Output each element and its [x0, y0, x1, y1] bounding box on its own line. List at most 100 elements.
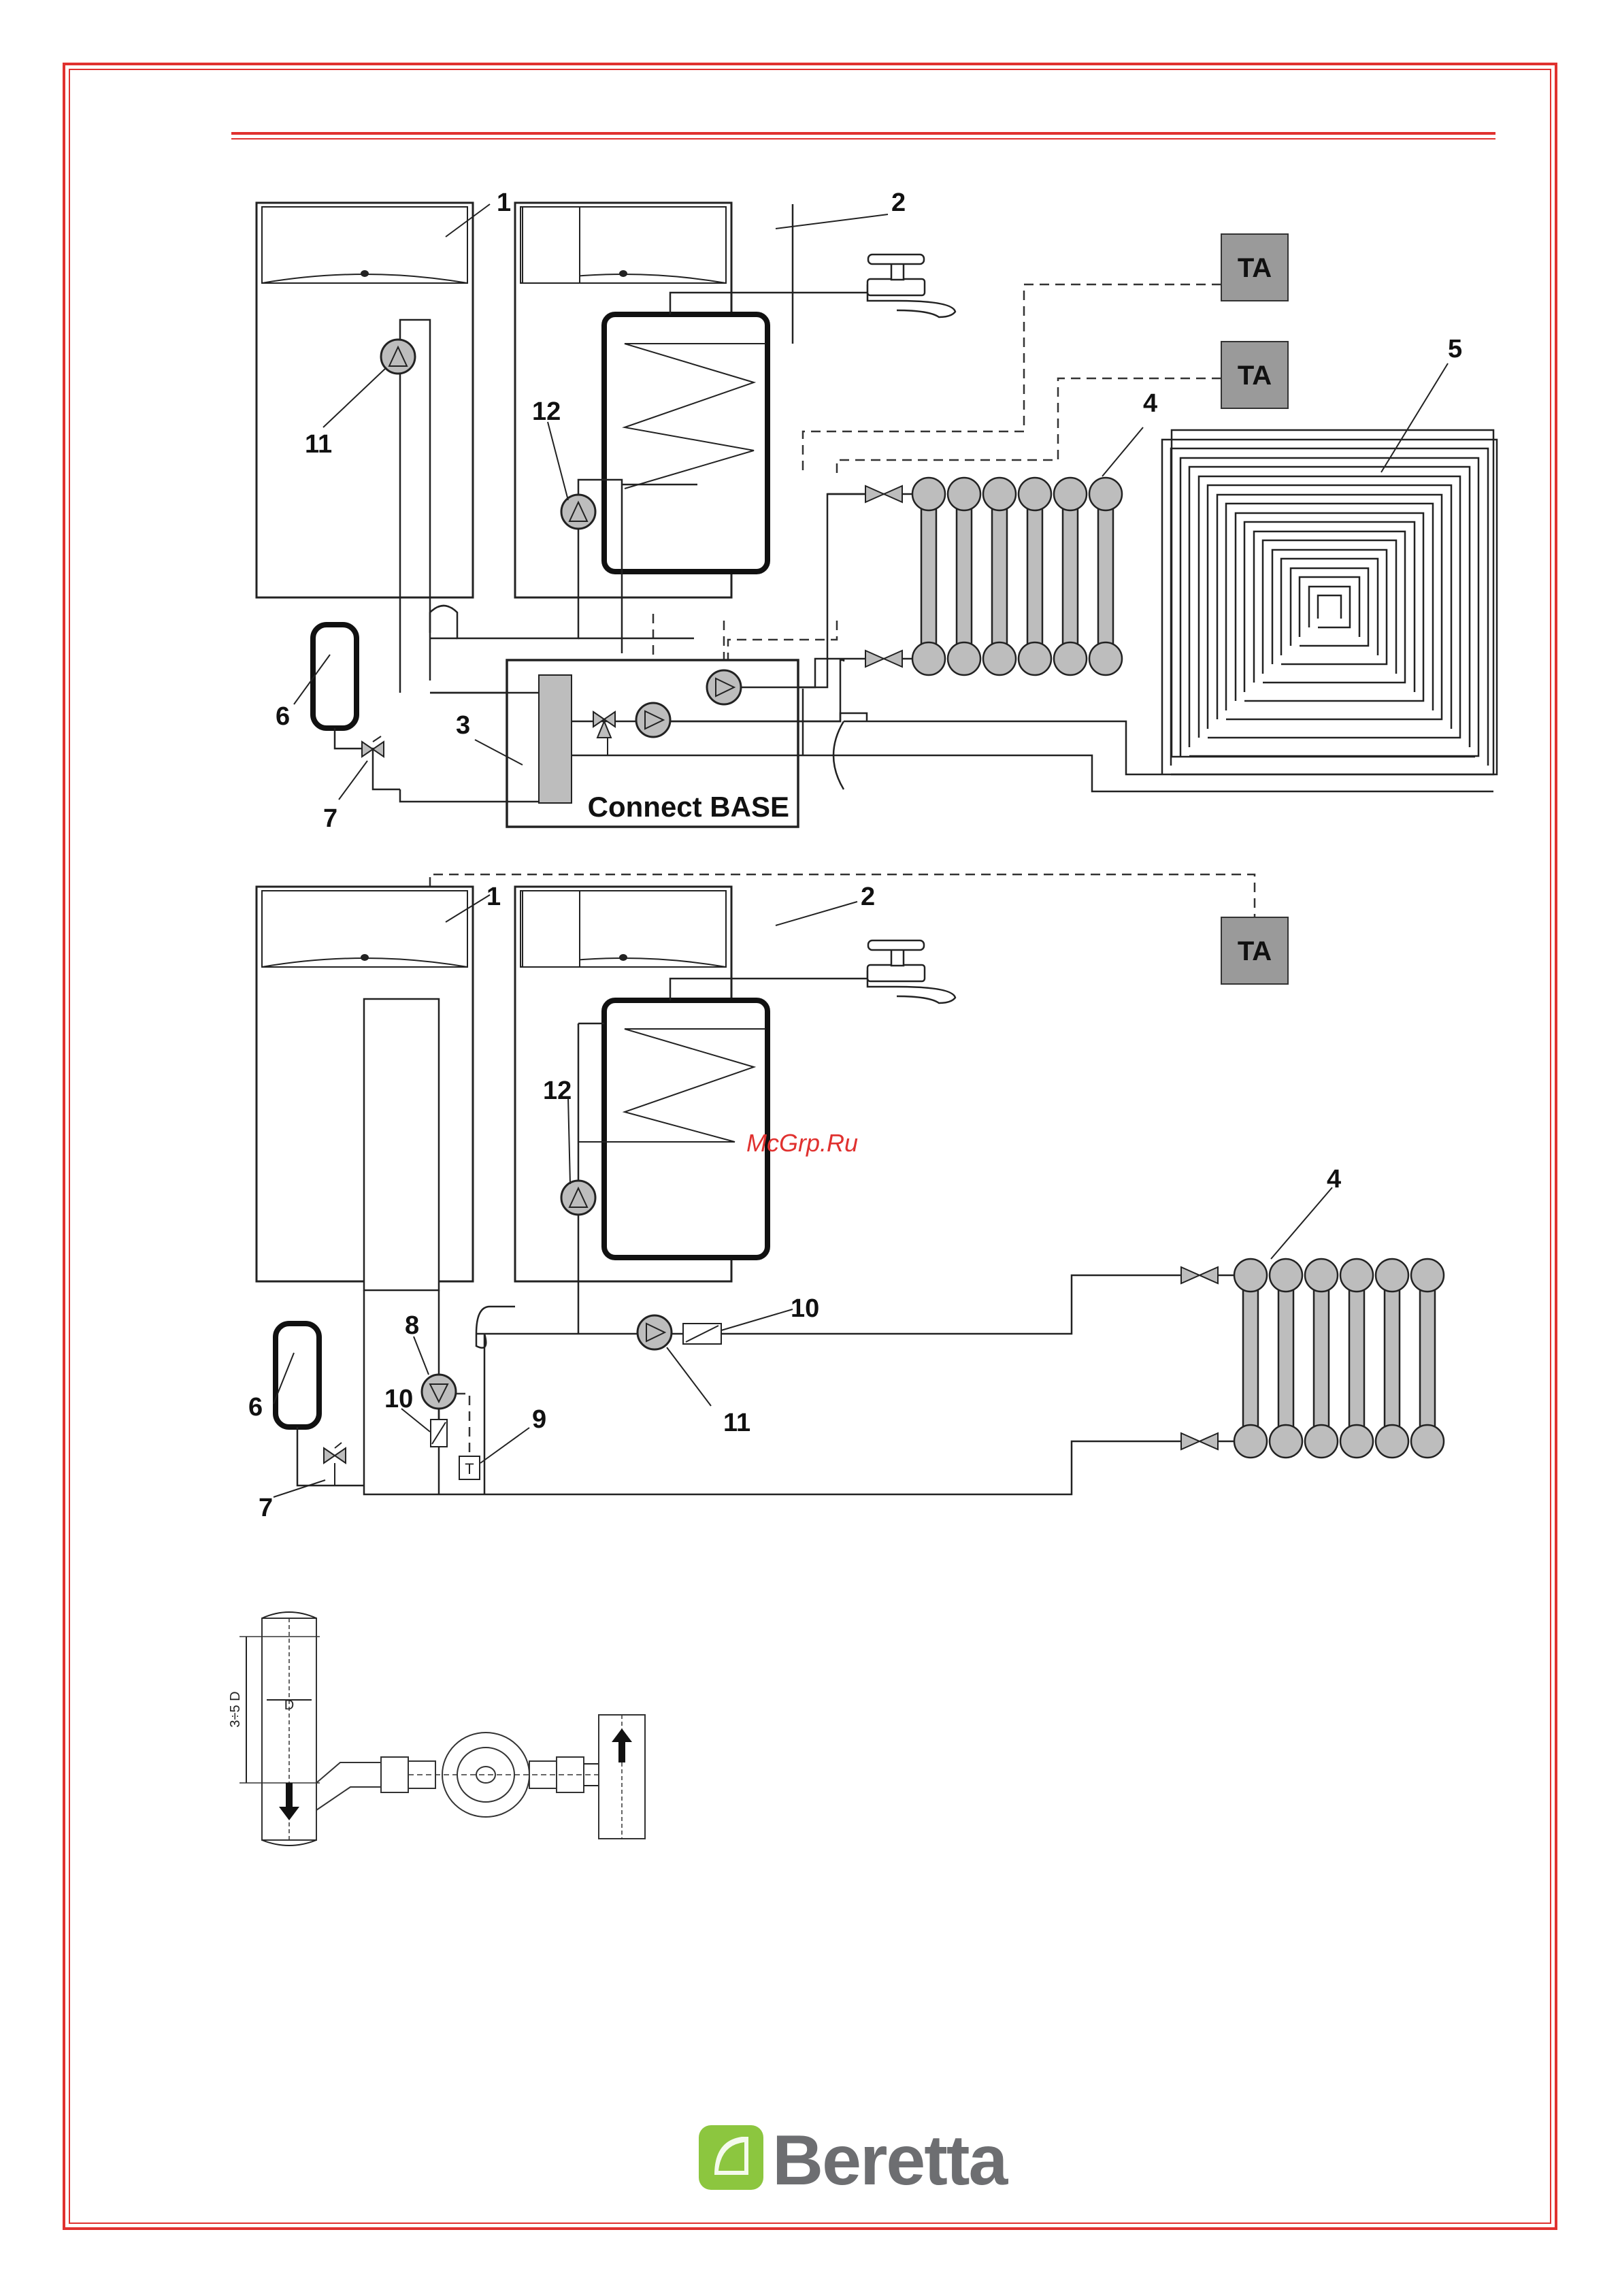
radiator-header [1054, 642, 1087, 675]
radiator-header [1054, 478, 1087, 510]
label-12-bottom: 12 [543, 1077, 572, 1105]
valve-radiator-top-1 [865, 486, 902, 502]
radiator-header [1411, 1425, 1444, 1458]
radiator-header [1019, 642, 1051, 675]
radiator-header [1411, 1259, 1444, 1292]
label-4-top: 4 [1143, 389, 1157, 418]
label-4-bottom: 4 [1327, 1165, 1341, 1194]
label-11-top: 11 [305, 430, 332, 459]
connect-base-label: Connect BASE [588, 791, 789, 823]
dimension-length: 3÷5 D [228, 1691, 243, 1727]
radiator-column [1243, 1275, 1258, 1441]
radiator-header [1019, 478, 1051, 510]
label-10-bottom-left: 10 [384, 1385, 413, 1413]
radiator-header [1340, 1259, 1373, 1292]
floor-loop-return [1281, 559, 1378, 655]
label-7-top: 7 [323, 804, 337, 833]
pump-12-bottom [561, 1181, 595, 1215]
floor-loop-return [1189, 467, 1470, 747]
radiator-header [1234, 1259, 1267, 1292]
floor-loop [1309, 587, 1350, 627]
floor-loop-return [1226, 504, 1433, 710]
radiator-header [1270, 1425, 1302, 1458]
floor-loop [1291, 568, 1368, 646]
radiator-column [992, 494, 1007, 659]
boiler-1-top [257, 203, 473, 597]
label-1-bottom: 1 [486, 883, 501, 911]
storage-boiler-2-bottom [515, 887, 767, 1334]
label-11-bottom: 11 [723, 1409, 750, 1437]
floor-loop [1162, 440, 1497, 774]
radiator-header [948, 478, 980, 510]
radiator-header [1376, 1425, 1408, 1458]
label-6-bottom: 6 [248, 1393, 263, 1422]
sensor-9-glyph: T [465, 1460, 474, 1477]
thermostat-ta-lower: TA [1221, 342, 1288, 408]
floor-heating-spiral-5 [1162, 440, 1497, 774]
radiator-column [1063, 494, 1078, 659]
brand-logo: Beretta [699, 2121, 1009, 2200]
radiator-column [1420, 1275, 1435, 1441]
label-10-bottom-right: 10 [791, 1294, 819, 1323]
pump-8-bottom [422, 1375, 456, 1409]
pump-11-bottom [638, 1315, 672, 1349]
floor-loop-return [1263, 540, 1396, 674]
floor-loop-return [1244, 522, 1415, 692]
radiator-header [1340, 1425, 1373, 1458]
radiator-header [1305, 1425, 1338, 1458]
label-9-bottom: 9 [532, 1405, 546, 1434]
floor-loop [1199, 476, 1460, 738]
pump-direct-top [707, 670, 741, 704]
label-6-top: 6 [276, 702, 290, 731]
dimension-d: D [284, 1698, 294, 1713]
radiator-header [912, 642, 945, 675]
sensor-install-detail: D 3÷5 D [228, 1612, 645, 1846]
valve-radiator-top-2 [865, 651, 902, 667]
watermark: McGrp.Ru [746, 1129, 858, 1157]
thermostat-label: TA [1238, 253, 1272, 283]
label-7-bottom: 7 [259, 1494, 273, 1522]
floor-loop-return [1171, 448, 1488, 766]
radiator-column [921, 494, 936, 659]
radiator-header [1305, 1259, 1338, 1292]
radiator-header [1234, 1425, 1267, 1458]
radiator-column [1027, 494, 1042, 659]
pump-mix-top [636, 703, 670, 737]
connect-base-box: Connect BASE [507, 660, 798, 827]
pump-12-top [561, 495, 595, 529]
radiator-header [1270, 1259, 1302, 1292]
radiator-column [1349, 1275, 1364, 1441]
radiator-column [1385, 1275, 1400, 1441]
radiator-header [948, 642, 980, 675]
floor-loop [1236, 513, 1423, 701]
valve-radiator-bottom-2 [1181, 1433, 1218, 1449]
diagram-top: TA TA Connect BASE [257, 188, 1497, 833]
radiator-column [1098, 494, 1113, 659]
radiator-column [957, 494, 972, 659]
diagram-bottom: TA [248, 874, 1444, 1522]
floor-loop [1180, 458, 1478, 756]
floor-loop [1272, 550, 1387, 664]
label-8-bottom: 8 [405, 1311, 419, 1340]
brand-name: Beretta [772, 2121, 1009, 2200]
radiator-4-top [912, 478, 1122, 675]
label-2-top: 2 [891, 188, 906, 217]
thermostat-ta-bottom: TA [1221, 917, 1288, 984]
thermostat-ta-upper: TA [1221, 234, 1288, 301]
label-5-top: 5 [1448, 335, 1462, 363]
label-3-top: 3 [456, 711, 470, 740]
radiator-header [983, 642, 1016, 675]
label-12-top: 12 [532, 397, 561, 426]
thermostat-label: TA [1238, 361, 1272, 391]
boiler-1-bottom [257, 887, 473, 1290]
thermostat-label: TA [1238, 936, 1272, 966]
floor-loop [1217, 495, 1442, 719]
radiator-column [1314, 1275, 1329, 1441]
floor-loop-return [1318, 595, 1341, 619]
radiator-header [1089, 478, 1122, 510]
label-2-bottom: 2 [861, 883, 875, 911]
radiator-header [1089, 642, 1122, 675]
radiator-column [1278, 1275, 1293, 1441]
